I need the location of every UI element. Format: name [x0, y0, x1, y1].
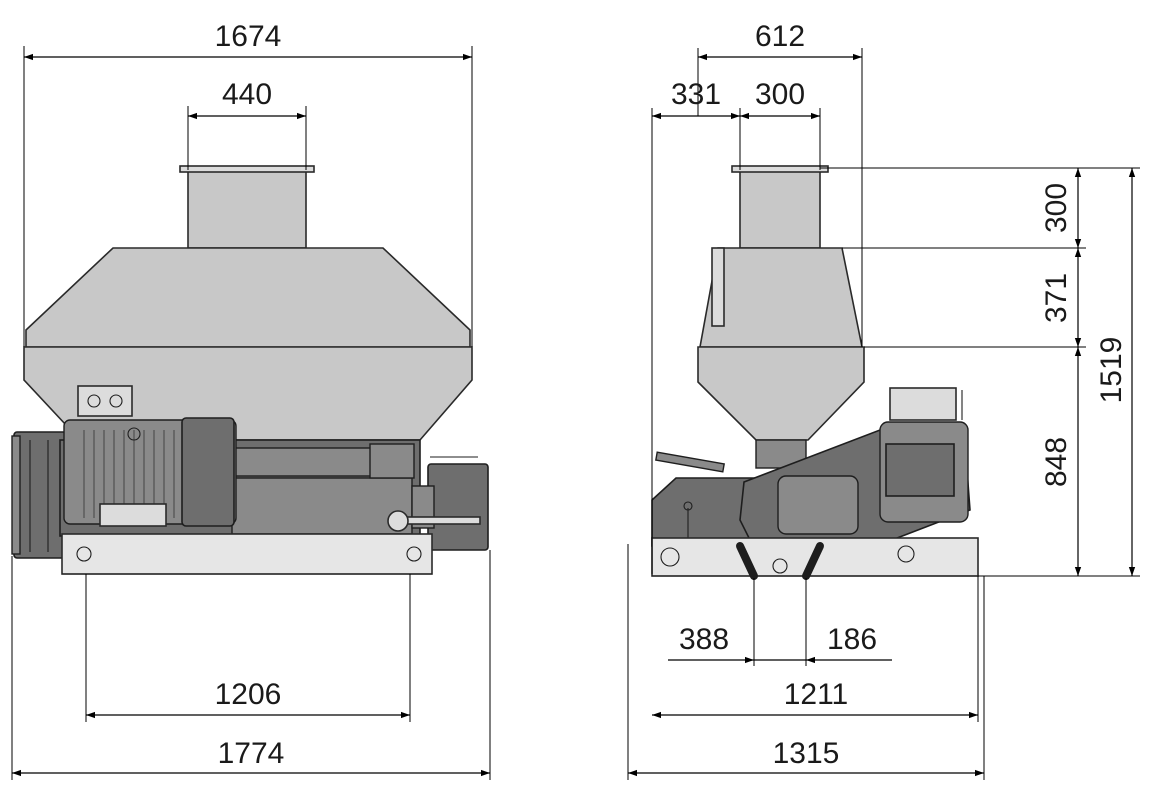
side-inlet-tube: [739, 169, 821, 249]
side-motor-plate: [885, 443, 955, 497]
dim-label-331: 331: [671, 78, 721, 111]
dim-label-1315: 1315: [773, 737, 840, 770]
side-roll-leg-left: [736, 542, 758, 580]
dim-label-1211: 1211: [784, 678, 849, 711]
dim-label-1519: 1519: [1095, 337, 1128, 404]
dim-label-300-horizontal: 300: [755, 78, 805, 111]
dim-label-186: 186: [827, 623, 877, 656]
front-left-drum: [13, 431, 67, 559]
dim-label-440: 440: [222, 78, 272, 111]
front-hopper-roof: [25, 247, 471, 348]
front-inlet-tube: [187, 169, 307, 249]
front-motor-foot: [99, 503, 167, 527]
side-view: [651, 165, 979, 580]
side-inlet-flange: [731, 165, 829, 173]
side-lever-bar: [655, 451, 725, 473]
front-motor-terminal-box: [77, 385, 133, 417]
front-valve-box: [369, 443, 415, 479]
front-motor-endcap: [181, 417, 235, 527]
front-view: [11, 165, 489, 575]
dim-label-612: 612: [755, 20, 805, 53]
dim-label-371: 371: [1040, 273, 1073, 323]
dim-label-1206: 1206: [215, 678, 282, 711]
dim-label-300-vertical: 300: [1040, 183, 1073, 233]
side-dimensions: 612 331 300 300 371 848 1519 388: [627, 20, 1140, 780]
side-inspection-panel: [711, 247, 725, 327]
front-inlet-flange: [179, 165, 315, 173]
side-hopper-lower: [697, 346, 865, 441]
dim-label-1774: 1774: [218, 737, 285, 770]
front-right-housing: [427, 463, 489, 551]
dim-label-388: 388: [679, 623, 729, 656]
front-handwheel: [387, 510, 409, 532]
side-roll-leg-right: [802, 542, 824, 580]
front-side-handle: [399, 516, 481, 525]
side-roller-window: [777, 475, 859, 535]
front-body-lower: [231, 477, 413, 535]
dim-label-1674: 1674: [215, 20, 282, 53]
dim-label-848: 848: [1040, 437, 1073, 487]
side-motor-terminal-box: [889, 387, 957, 421]
front-left-drum-face: [11, 435, 21, 555]
front-dimensions: 1674 440 1206 1774: [11, 20, 491, 780]
front-base-frame: [61, 533, 433, 575]
